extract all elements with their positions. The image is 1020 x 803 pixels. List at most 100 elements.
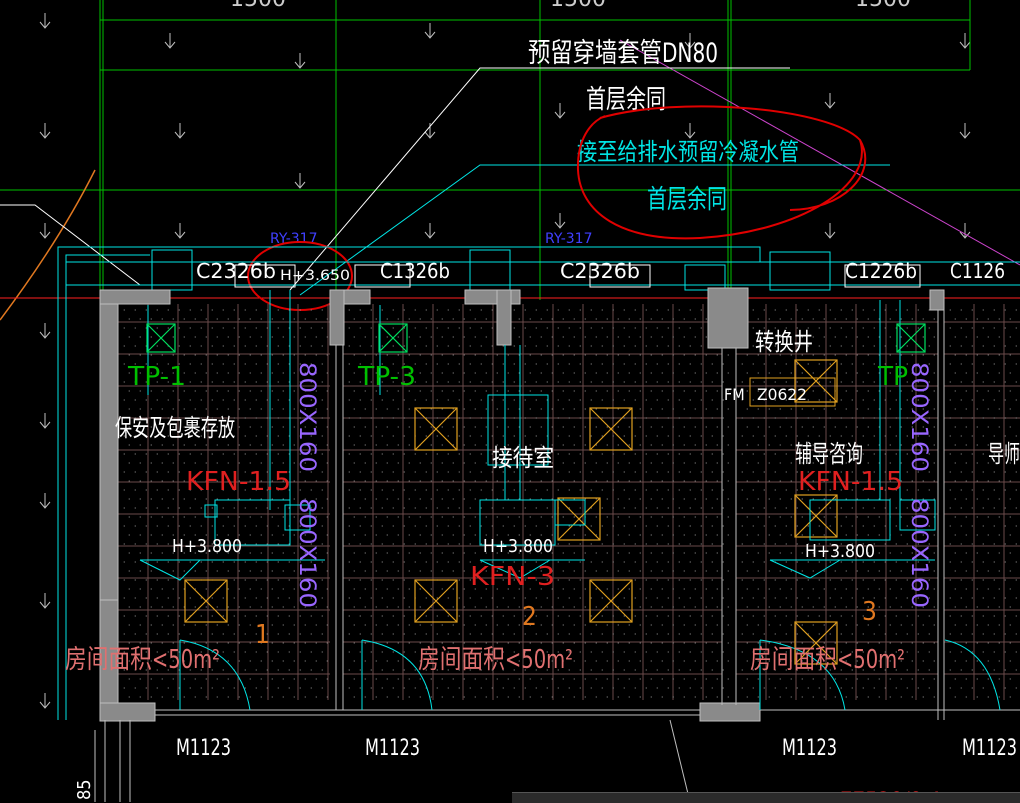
hatch-dot (656, 615, 658, 617)
hatch-dot (812, 480, 814, 482)
hatch-dot (178, 399, 180, 401)
hatch-dot (856, 498, 858, 500)
hatch-dot (954, 606, 956, 608)
hatch-dot (282, 372, 284, 374)
hatch-dot (856, 444, 858, 446)
hatch-dot (895, 363, 897, 365)
hatch-dot (266, 633, 268, 635)
hatch-dot (667, 525, 669, 527)
hatch-dot (419, 498, 421, 500)
hatch-dot (976, 444, 978, 446)
hatch-dot (650, 606, 652, 608)
hatch-dot (321, 543, 323, 545)
hatch-dot (403, 507, 405, 509)
hatch-dot (271, 570, 273, 572)
hatch-dot (293, 390, 295, 392)
hatch-dot (840, 327, 842, 329)
hatch-dot (752, 687, 754, 689)
hatch-dot (392, 309, 394, 311)
hatch-dot (623, 525, 625, 527)
hatch-dot (128, 534, 130, 536)
hatch-dot (683, 480, 685, 482)
hatch-dot (976, 642, 978, 644)
hatch-dot (507, 390, 509, 392)
hatch-dot (763, 489, 765, 491)
hatch-dot (205, 588, 207, 590)
hatch-dot (222, 471, 224, 473)
hatch-dot (238, 354, 240, 356)
status-strip[interactable] (512, 792, 1020, 803)
hatch-dot (601, 327, 603, 329)
hatch-dot (194, 444, 196, 446)
hatch-dot (397, 588, 399, 590)
slab-arrow (39, 13, 51, 29)
hatch-dot (419, 624, 421, 626)
hatch-dot (293, 642, 295, 644)
hatch-dot (507, 696, 509, 698)
hatch-dot (359, 471, 361, 473)
hatch-dot (255, 525, 257, 527)
hatch-dot (293, 480, 295, 482)
hatch-dot (513, 543, 515, 545)
hatch-dot (178, 507, 180, 509)
hatch-dot (238, 642, 240, 644)
hatch-dot (763, 543, 765, 545)
room-name-4: 导师 (988, 440, 1020, 468)
hatch-dot (689, 597, 691, 599)
hatch-dot (689, 489, 691, 491)
hatch-dot (823, 498, 825, 500)
hatch-dot (156, 363, 158, 365)
hatch-dot (954, 372, 956, 374)
hatch-dot (156, 615, 158, 617)
hatch-dot (436, 651, 438, 653)
hatch-dot (1004, 345, 1006, 347)
hatch-dot (960, 453, 962, 455)
hatch-dot (911, 408, 913, 410)
hatch-dot (752, 597, 754, 599)
hatch-dot (156, 489, 158, 491)
hatch-dot (987, 498, 989, 500)
col-bottom-mid (699, 702, 761, 722)
hatch-dot (178, 417, 180, 419)
hatch-dot (845, 336, 847, 338)
hatch-dot (862, 597, 864, 599)
hatch-dot (867, 480, 869, 482)
hatch-dot (326, 444, 328, 446)
hatch-dot (768, 660, 770, 662)
hatch-dot (568, 363, 570, 365)
hatch-dot (244, 345, 246, 347)
hatch-dot (194, 498, 196, 500)
hatch-dot (348, 669, 350, 671)
hatch-dot (480, 687, 482, 689)
hatch-dot (238, 372, 240, 374)
hatch-dot (260, 516, 262, 518)
hatch-dot (823, 426, 825, 428)
hatch-dot (661, 570, 663, 572)
hatch-dot (474, 660, 476, 662)
hatch-dot (255, 345, 257, 347)
hatch-dot (211, 543, 213, 545)
hatch-dot (326, 318, 328, 320)
hatch-dot (711, 615, 713, 617)
hatch-dot (601, 309, 603, 311)
hatch-dot (277, 669, 279, 671)
hatch-dot (397, 570, 399, 572)
hatch-dot (722, 363, 724, 365)
hatch-dot (763, 507, 765, 509)
hatch-dot (321, 669, 323, 671)
hatch-dot (216, 570, 218, 572)
hatch-dot (524, 417, 526, 419)
hatch-dot (763, 327, 765, 329)
hatch-dot (271, 426, 273, 428)
hatch-dot (779, 588, 781, 590)
hatch-dot (949, 543, 951, 545)
hatch-dot (601, 687, 603, 689)
hatch-dot (845, 390, 847, 392)
hatch-dot (867, 498, 869, 500)
hatch-dot (694, 660, 696, 662)
hatch-dot (233, 417, 235, 419)
hatch-dot (601, 597, 603, 599)
hatch-dot (326, 570, 328, 572)
hatch-dot (145, 417, 147, 419)
